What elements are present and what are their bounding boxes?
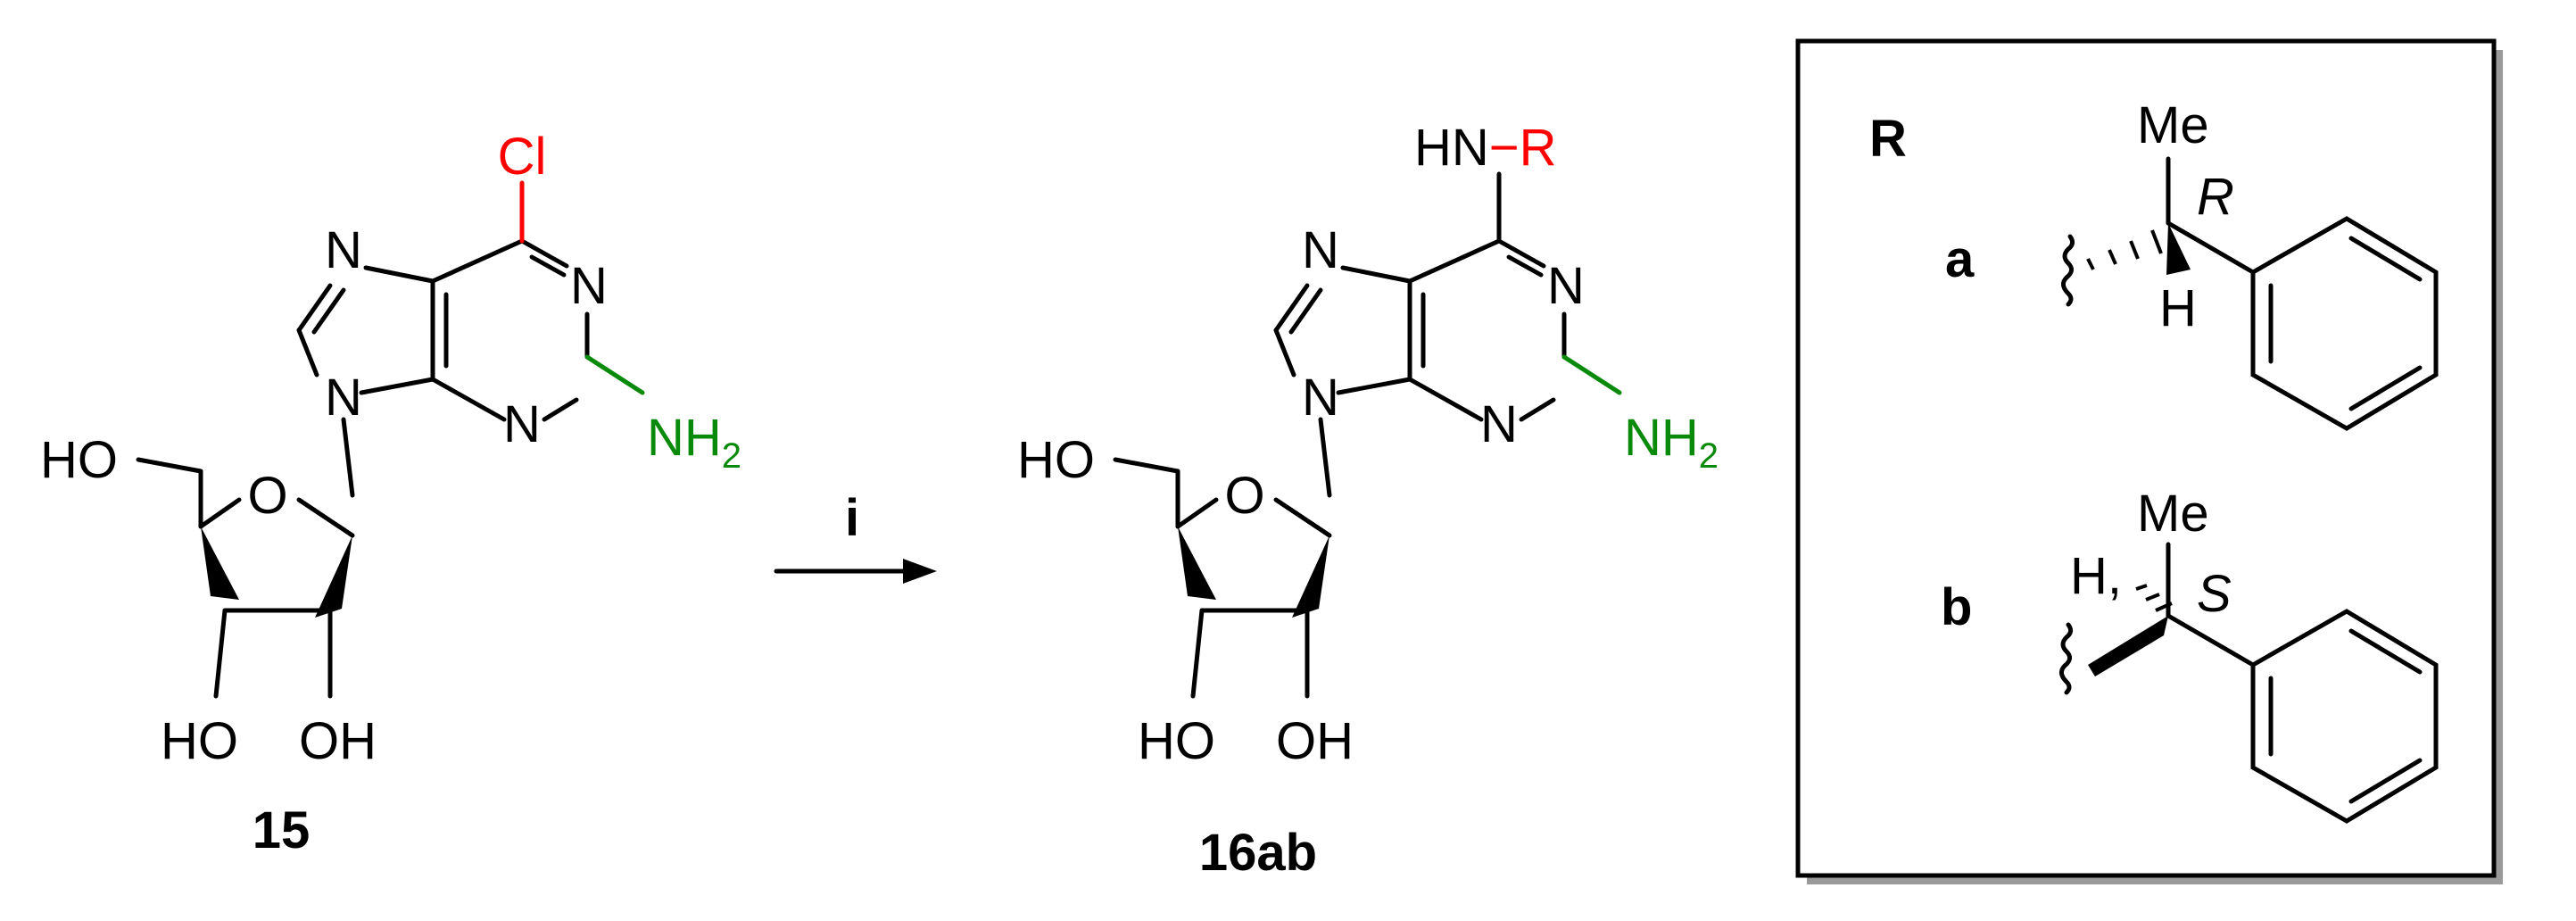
purine-core-16ab (1273, 171, 1622, 498)
compound-15: Cl N N N N NH2 O HO HO OH 15 (40, 128, 741, 859)
atom-oh-2-16: OH (1276, 712, 1354, 770)
atom-ho-5-16: HO (1017, 431, 1095, 489)
atom-o-ring-16: O (1224, 467, 1264, 525)
c-nh2-bond (584, 354, 645, 395)
c-nh2-bond-16 (1561, 354, 1622, 395)
atom-nh2: NH2 (647, 409, 741, 476)
wavy-attachment-b (2059, 622, 2074, 695)
reagent-label: i (845, 489, 859, 547)
purine-core-15 (296, 180, 645, 498)
atom-hn: HN−R (1414, 119, 1557, 177)
substituent-a: a Me R H (1945, 96, 2439, 431)
atom-n1-16: N (1547, 257, 1585, 315)
me-a: Me (2137, 96, 2209, 154)
wedge-bond-b (2088, 616, 2168, 676)
box-frame (1795, 38, 2497, 878)
r-group-box: R a Me R H b (1795, 38, 2503, 884)
hashed-bond-a (2086, 229, 2163, 270)
h-a: H (2159, 279, 2197, 337)
h-b: H, (2070, 547, 2122, 605)
wavy-attachment-a (2061, 234, 2075, 307)
ribose-16ab (1113, 457, 1332, 699)
label-a: a (1945, 230, 1975, 288)
reaction-arrow: i (774, 489, 937, 584)
atom-cl: Cl (498, 128, 547, 186)
config-a: R (2197, 168, 2234, 226)
label-b: b (1941, 578, 1972, 636)
me-b: Me (2137, 485, 2209, 543)
atom-ho-3: HO (161, 712, 238, 770)
ribose-15 (136, 457, 355, 699)
config-b: S (2197, 565, 2232, 623)
compound-label-16ab: 16ab (1199, 824, 1317, 882)
atom-n1: N (570, 257, 608, 315)
compound-16ab: HN−R N N N N NH2 O HO HO OH 16ab (1017, 119, 1719, 882)
atom-nh2-16: NH2 (1624, 409, 1719, 476)
atom-n9: N (325, 369, 362, 427)
r-title: R (1869, 110, 1907, 168)
substituent-b: b Me S H, (1941, 485, 2439, 824)
atom-n9-16: N (1302, 369, 1339, 427)
atom-n7: N (325, 221, 362, 279)
atom-ho-5: HO (40, 431, 118, 489)
atom-o-ring: O (247, 467, 287, 525)
atom-ho-3-16: HO (1138, 712, 1215, 770)
compound-label-15: 15 (253, 801, 311, 859)
atom-n3-16: N (1480, 395, 1518, 453)
atom-oh-2: OH (299, 712, 377, 770)
wedge-bond-a (2166, 223, 2191, 275)
atom-n7-16: N (1302, 221, 1339, 279)
atom-n3: N (503, 395, 541, 453)
